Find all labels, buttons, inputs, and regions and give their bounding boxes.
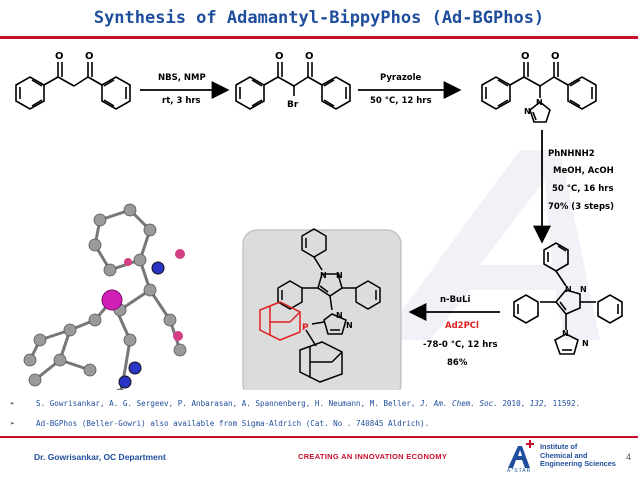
nitrogen-label: N [562, 329, 569, 338]
bromine-label: Br [287, 100, 299, 110]
nitrogen-label: N [336, 311, 343, 320]
step1-conditions: rt, 3 hrs [162, 96, 201, 106]
bromo-diketone-structure [235, 62, 351, 110]
footer-divider [0, 436, 638, 438]
bullet-arrow-icon: ➢ [10, 419, 15, 428]
nitrogen-label: N [536, 98, 543, 107]
oxygen-label: O [55, 51, 64, 62]
slide-title: Synthesis of Adamantyl-BippyPhos (Ad-BGP… [93, 8, 545, 28]
reference-list: ➢ S. Gowrisankar, A. G. Sergeev, P. Anba… [8, 396, 628, 436]
dibenzoylmethane-structure [15, 62, 131, 110]
bullet-arrow-icon: ➢ [10, 399, 15, 408]
availability-note: Ad-BGPhos (Beller-Gowri) also available … [36, 419, 430, 428]
step3-reagent: PhNHNH2 [548, 149, 595, 159]
oxygen-label: O [85, 51, 94, 62]
reference-pages: 11592. [552, 399, 581, 408]
reaction-scheme: O O NBS, NMP rt, 3 hrs O O Br Pyrazole 5… [15, 51, 623, 390]
adamantyl-group [259, 301, 301, 341]
step3-yield: 70% (3 steps) [548, 202, 614, 212]
reference-journal: J. Am. Chem. Soc. [420, 399, 498, 408]
step3-conditions: 50 °C, 16 hrs [552, 184, 614, 194]
step4-conditions: -78-0 °C, 12 hrs [423, 340, 498, 350]
institute-name: Institute of Chemical and Engineering Sc… [540, 442, 616, 469]
reference-authors: S. Gowrisankar, A. G. Sergeev, P. Anbara… [36, 399, 416, 408]
pyrazolyl-diketone-structure [481, 62, 597, 123]
nitrogen-label: N [580, 285, 587, 294]
footer-author: Dr. Gowrisankar, OC Department [34, 452, 166, 462]
title-divider [0, 36, 638, 39]
watermark-a-icon [380, 150, 600, 340]
crystal-structure-image [23, 203, 187, 390]
oxygen-label: O [305, 51, 314, 62]
nitrogen-label: N [346, 321, 353, 330]
reference-item: ➢ S. Gowrisankar, A. G. Sergeev, P. Anba… [8, 396, 628, 416]
nitrogen-label: N [336, 271, 343, 280]
institute-line: Institute of [540, 442, 578, 451]
institute-line: Engineering Sciences [540, 459, 616, 468]
nitrogen-label: N [320, 271, 327, 280]
step2-conditions: 50 °C, 12 hrs [370, 96, 432, 106]
reference-volume: 132, [529, 399, 549, 408]
step1-reagent: NBS, NMP [158, 73, 206, 83]
step2-reagent: Pyrazole [380, 73, 422, 83]
step4-yield: 86% [447, 358, 468, 368]
phosphorus-label: P [302, 323, 309, 333]
oxygen-label: O [551, 51, 560, 62]
step4-reagent: n-BuLi [440, 295, 471, 305]
reference-year: 2010, [502, 399, 526, 408]
agency-label: A*STAR [507, 468, 532, 474]
reference-item: ➢ Ad-BGPhos (Beller-Gowri) also availabl… [8, 416, 628, 436]
footer-tagline: CREATING AN INNOVATION ECONOMY [298, 452, 448, 461]
step3-solvent: MeOH, AcOH [553, 166, 614, 176]
nitrogen-label: N [565, 285, 572, 294]
page-number: 4 [626, 452, 632, 462]
bipyrazole-structure [513, 242, 623, 355]
institute-logo-icon [508, 440, 534, 468]
step4-phosphine-reagent: Ad2PCl [445, 321, 479, 331]
oxygen-label: O [521, 51, 530, 62]
oxygen-label: O [275, 51, 284, 62]
nitrogen-label: N [582, 339, 589, 348]
nitrogen-label: N [524, 107, 531, 116]
product-highlight-box [242, 229, 402, 390]
adamantyl-group [299, 329, 343, 383]
institute-line: Chemical and [540, 450, 588, 460]
